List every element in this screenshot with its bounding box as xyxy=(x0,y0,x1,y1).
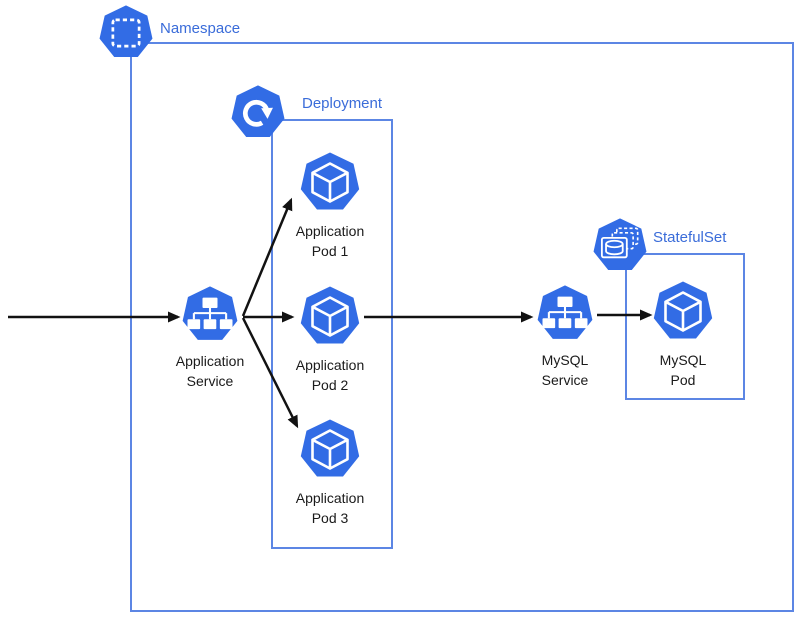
node-label: Application Pod 3 xyxy=(295,490,365,526)
deployment-boundary-box xyxy=(271,119,393,549)
statefulset-icon xyxy=(591,217,649,275)
edge-app-service-to-pod-1 xyxy=(241,197,293,317)
node-label: MySQL Service xyxy=(541,352,589,388)
node-mysql-pod: MySQL Pod xyxy=(623,280,743,390)
node-label: Application Service xyxy=(175,353,245,389)
statefulset-label: StatefulSet xyxy=(653,229,727,246)
namespace-boundary-box xyxy=(130,42,794,612)
namespace-icon xyxy=(97,4,155,62)
node-mysql-service: MySQL Service xyxy=(505,284,625,390)
pod-icon xyxy=(651,280,715,344)
service-icon xyxy=(535,284,595,344)
edge-app-service-to-pod-3 xyxy=(241,317,299,429)
pod-icon xyxy=(298,418,362,482)
pod-icon xyxy=(298,285,362,349)
service-icon xyxy=(180,285,240,345)
node-label: Application Pod 1 xyxy=(295,223,365,259)
node-label: MySQL Pod xyxy=(659,352,707,388)
namespace-label: Namespace xyxy=(160,20,241,37)
node-application-service: Application Service xyxy=(150,285,270,391)
statefulset-boundary-box xyxy=(625,253,745,400)
deployment-icon xyxy=(229,84,287,142)
node-label: Application Pod 2 xyxy=(295,357,365,393)
node-application-pod-2: Application Pod 2 xyxy=(270,285,390,395)
deployment-label: Deployment xyxy=(302,95,383,112)
pod-icon xyxy=(298,151,362,215)
node-application-pod-3: Application Pod 3 xyxy=(270,418,390,528)
node-application-pod-1: Application Pod 1 xyxy=(270,151,390,261)
